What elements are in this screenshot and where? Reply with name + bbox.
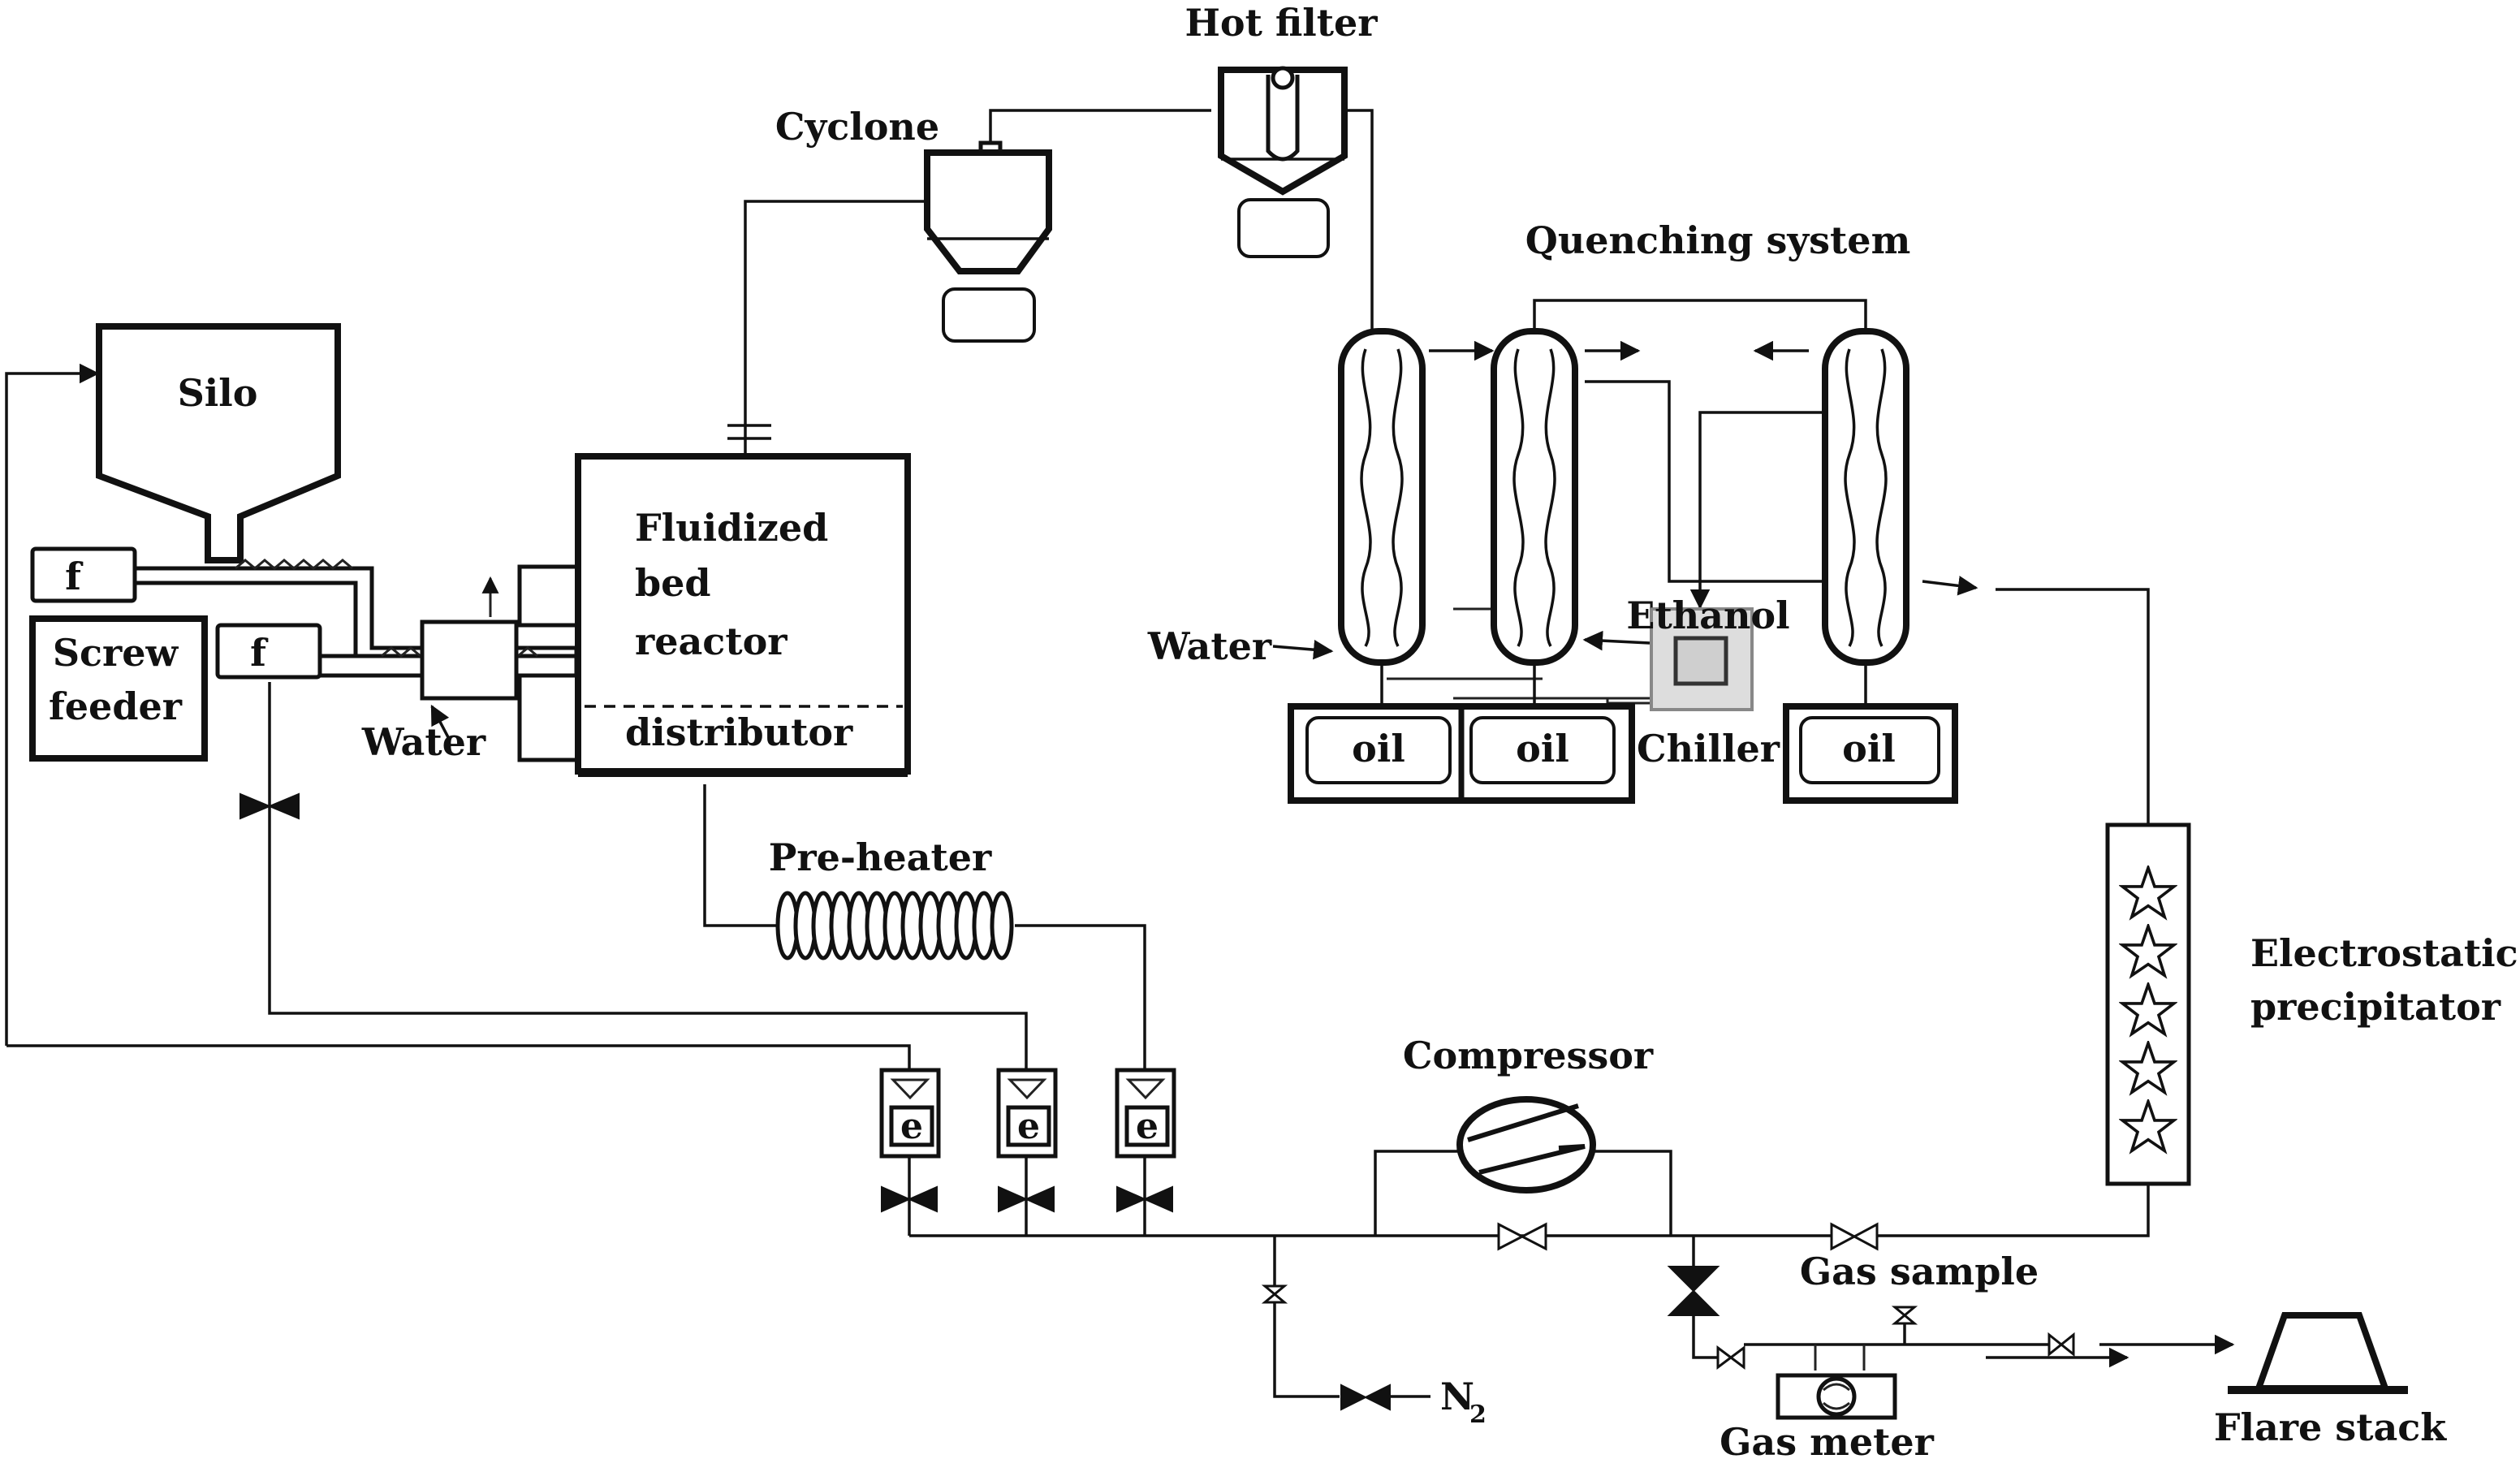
valve-n2 (1340, 1383, 1391, 1411)
water-jacket (420, 619, 519, 701)
feeder-motor-f2-label: f (250, 631, 269, 675)
quenching-system: Quenching system oil oil oil Ethanol Chi… (1147, 218, 1958, 804)
screw-feeder-label-1: Screw (53, 631, 179, 675)
silo: Silo (96, 323, 341, 563)
reactor-label-2: bed (635, 561, 711, 605)
quenching-system-label: Quenching system (1525, 218, 1911, 262)
condenser-2 (1491, 328, 1578, 666)
n2-label: N (1440, 1375, 1474, 1418)
compressor-label: Compressor (1403, 1034, 1654, 1077)
condenser-1 (1338, 328, 1426, 666)
quench-water-label: Water (1147, 624, 1272, 668)
fluidized-bed-reactor: Fluidized bed reactor distributor (517, 424, 911, 777)
reactor-label-3: reactor (635, 619, 788, 663)
reactor-side-port-bottom (517, 673, 580, 762)
feeder-water-label: Water (361, 720, 486, 764)
hot-filter: Hot filter (1184, 1, 1378, 258)
valve-compressor-bypass (1497, 1222, 1547, 1251)
electrostatic-label-2: precipitator (2250, 985, 2501, 1029)
gas-meter: Gas meter (1720, 1373, 1935, 1459)
piping (5, 109, 2235, 1398)
electrostatic-label-1: Electrostatic (2250, 931, 2518, 975)
n2-subscript: 2 (1469, 1401, 1487, 1429)
oil-bath-3 (1799, 716, 1940, 784)
n2-supply: N 2 (1390, 1375, 1487, 1429)
silo-label: Silo (178, 371, 258, 415)
gas-sample-label: Gas sample (1800, 1250, 2039, 1293)
mfc-2: e (996, 1068, 1058, 1159)
oil-label-1: oil (1352, 727, 1405, 771)
chiller-label: Chiller (1637, 727, 1780, 771)
pre-heater-label: Pre-heater (769, 835, 992, 879)
oil-bath-1 (1305, 716, 1452, 784)
flare-stack-label: Flare stack (2214, 1405, 2447, 1449)
compressor: Compressor (1403, 1034, 1654, 1194)
reactor-vessel (575, 453, 911, 775)
screw-feeder-label-2: feeder (49, 684, 183, 728)
mfc-3: e (1115, 1068, 1176, 1159)
valve-flare-line (1667, 1266, 1720, 1316)
oil-bath-frame-3 (1783, 703, 1958, 804)
valve-gas-sample (1830, 1222, 1879, 1251)
mass-flow-controllers: e e e (879, 1068, 1176, 1159)
ethanol-label: Ethanol (1626, 594, 1789, 637)
mfc-3-label: e (1136, 1106, 1159, 1147)
hot-filter-label: Hot filter (1184, 1, 1378, 45)
reactor-label-1: Fluidized (635, 506, 828, 550)
electrostatic-precipitator: Electrostatic precipitator (2105, 822, 2518, 1186)
cyclone-label: Cyclone (775, 105, 939, 149)
mfc-1-label: e (900, 1106, 923, 1147)
feeder-motor-f2 (215, 623, 322, 680)
reactor-side-port-top (517, 564, 580, 628)
valve-mfc-1 (881, 1185, 938, 1213)
flare-stack: Flare stack (2214, 1312, 2447, 1449)
feeder-motor-f1-label: f (65, 555, 84, 598)
pre-heater: Pre-heater (769, 835, 1014, 960)
valve-feeder-line (239, 792, 300, 820)
condenser-3 (1822, 328, 1909, 666)
oil-label-2: oil (1516, 727, 1569, 771)
distributor-label: distributor (625, 710, 853, 754)
cyclone: Cyclone (775, 105, 1052, 343)
mfc-1: e (879, 1068, 941, 1159)
valve-mfc-2 (998, 1185, 1055, 1213)
screw-feeder-box (29, 615, 208, 762)
feeder-motor-f1 (30, 546, 137, 603)
valves (239, 792, 2075, 1411)
oil-bath-2 (1469, 716, 1616, 784)
gas-meter-label: Gas meter (1720, 1420, 1934, 1459)
screw-feeder-assembly: f f Screw feeder Water (29, 546, 579, 764)
oil-label-3: oil (1842, 727, 1896, 771)
valve-mfc-3 (1116, 1185, 1173, 1213)
mfc-2-label: e (1017, 1106, 1040, 1147)
